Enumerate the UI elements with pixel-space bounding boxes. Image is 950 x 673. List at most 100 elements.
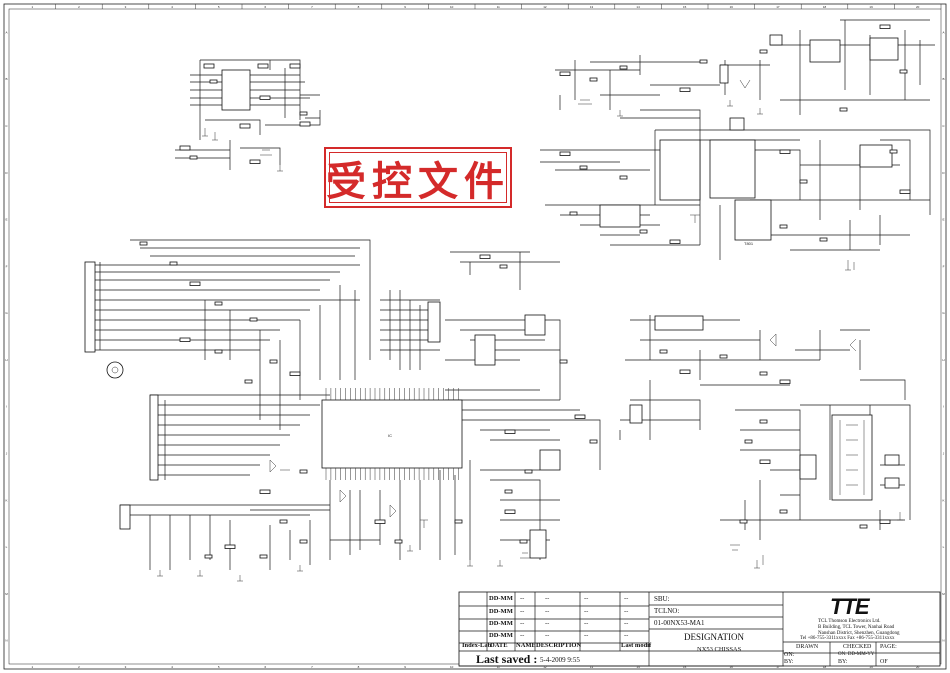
resistor [179, 337, 191, 342]
revision-cell: -- [624, 595, 629, 602]
capacitor [589, 77, 598, 82]
top-tick-label: 9 [404, 5, 406, 9]
resistor [879, 519, 891, 524]
of-label: OF [880, 659, 888, 665]
top-tick-label: 18 [823, 5, 827, 9]
main-mcu [321, 399, 463, 469]
capacitor [214, 349, 223, 354]
bottom-tick-label: 1 [31, 665, 33, 669]
header-date: DATE [490, 642, 508, 649]
top-tick-label: 19 [869, 5, 873, 9]
revision-date: DD-MM [489, 620, 513, 627]
power-supply-block: T801 [450, 19, 935, 290]
side-tick-label: N [942, 639, 944, 643]
top-tick-label: 12 [543, 5, 547, 9]
side-tick-label: I [943, 405, 944, 409]
resistor [879, 24, 891, 29]
top-tick-label: 10 [450, 5, 454, 9]
bottom-tick-label: 3 [125, 665, 127, 669]
capacitor [899, 69, 908, 74]
capacitor [259, 554, 268, 559]
resistor [249, 159, 261, 164]
capacitor [759, 419, 768, 424]
top-tick-label: 14 [636, 5, 640, 9]
drawn-by: BY: [784, 659, 794, 665]
capacitor [839, 107, 848, 112]
capacitor [619, 65, 628, 70]
resistor [559, 71, 571, 76]
capacitor [209, 79, 218, 84]
capacitor [744, 439, 753, 444]
top-tick-label: 15 [683, 5, 687, 9]
revision-cell: -- [520, 608, 525, 615]
side-tick-label: A [942, 30, 944, 34]
capacitor [779, 509, 788, 514]
capacitor [639, 229, 648, 234]
capacitor [269, 359, 278, 364]
resistor [759, 459, 771, 464]
resistor [574, 414, 586, 419]
bottom-tick-label: 17 [776, 665, 780, 669]
page-label: PAGE: [880, 644, 897, 650]
revision-date: DD-MM [489, 632, 513, 639]
bottom-tick-label: 4 [171, 665, 173, 669]
top-tick-label: 3 [125, 5, 127, 9]
revision-cell: -- [520, 620, 525, 627]
company-address-2: Nanshan District, Shenzhen, Guangdong [818, 631, 900, 636]
side-tick-label: D [942, 171, 945, 175]
revision-cell: -- [545, 608, 550, 615]
capacitor [859, 524, 868, 529]
av-jack [106, 361, 124, 379]
side-tick-label: G [942, 311, 945, 315]
capacitor [719, 354, 728, 359]
capacitor [779, 224, 788, 229]
svg-text:IC: IC [388, 433, 392, 438]
capacitor [739, 519, 748, 524]
bottom-tick-label: 6 [264, 665, 266, 669]
revision-cell: -- [545, 595, 550, 602]
side-tick-label: A [5, 30, 7, 34]
side-tick-label: C [942, 124, 945, 128]
tclno-label: TCLNO: [654, 607, 680, 615]
top-tick-label: 2 [78, 5, 80, 9]
capacitor [504, 489, 513, 494]
revision-cell: -- [584, 608, 589, 615]
last-saved-label: Last saved : [476, 652, 538, 666]
side-tick-label: K [942, 498, 944, 502]
revision-cell: -- [624, 632, 629, 639]
capacitor [454, 519, 463, 524]
small-ic [474, 334, 496, 366]
capacitor [204, 554, 213, 559]
company-phone: Tel +86-755-3311xxxx Fax +86-755-3311xxx… [800, 636, 895, 641]
side-tick-label: E [942, 218, 944, 222]
header-description: DESCRIPTION [536, 642, 582, 649]
bottom-tick-label: 15 [683, 665, 687, 669]
resistor [259, 489, 271, 494]
side-tick-label: H [5, 358, 7, 362]
header-index: Index-Lab [462, 642, 492, 649]
flyback-transformer [831, 414, 873, 501]
designation-label: DESIGNATION [684, 632, 744, 642]
side-tick-label: N [5, 639, 7, 643]
part-number: 01-00NX53-MA1 [654, 619, 705, 627]
capacitor [759, 371, 768, 376]
resistor [224, 544, 236, 549]
header-last-modif: Last modif [621, 642, 652, 649]
top-tick-label: 8 [358, 5, 360, 9]
revision-date: DD-MM [489, 595, 513, 602]
top-tick-label: 5 [218, 5, 220, 9]
designation-value: NX53 CHISSAS [697, 646, 742, 653]
resistor [559, 151, 571, 156]
side-tick-label: B [942, 77, 944, 81]
main-board-block: IC [84, 239, 601, 582]
revision-cell: -- [624, 608, 629, 615]
capacitor [169, 261, 178, 266]
bottom-tick-label: 8 [358, 665, 360, 669]
top-tick-label: 20 [916, 5, 920, 9]
mcu-pins [325, 388, 459, 480]
capacitor [299, 469, 308, 474]
bottom-tick-label: 11 [497, 665, 500, 669]
bottom-tick-label: 7 [311, 665, 313, 669]
capacitor [279, 519, 288, 524]
capacitor [819, 237, 828, 242]
